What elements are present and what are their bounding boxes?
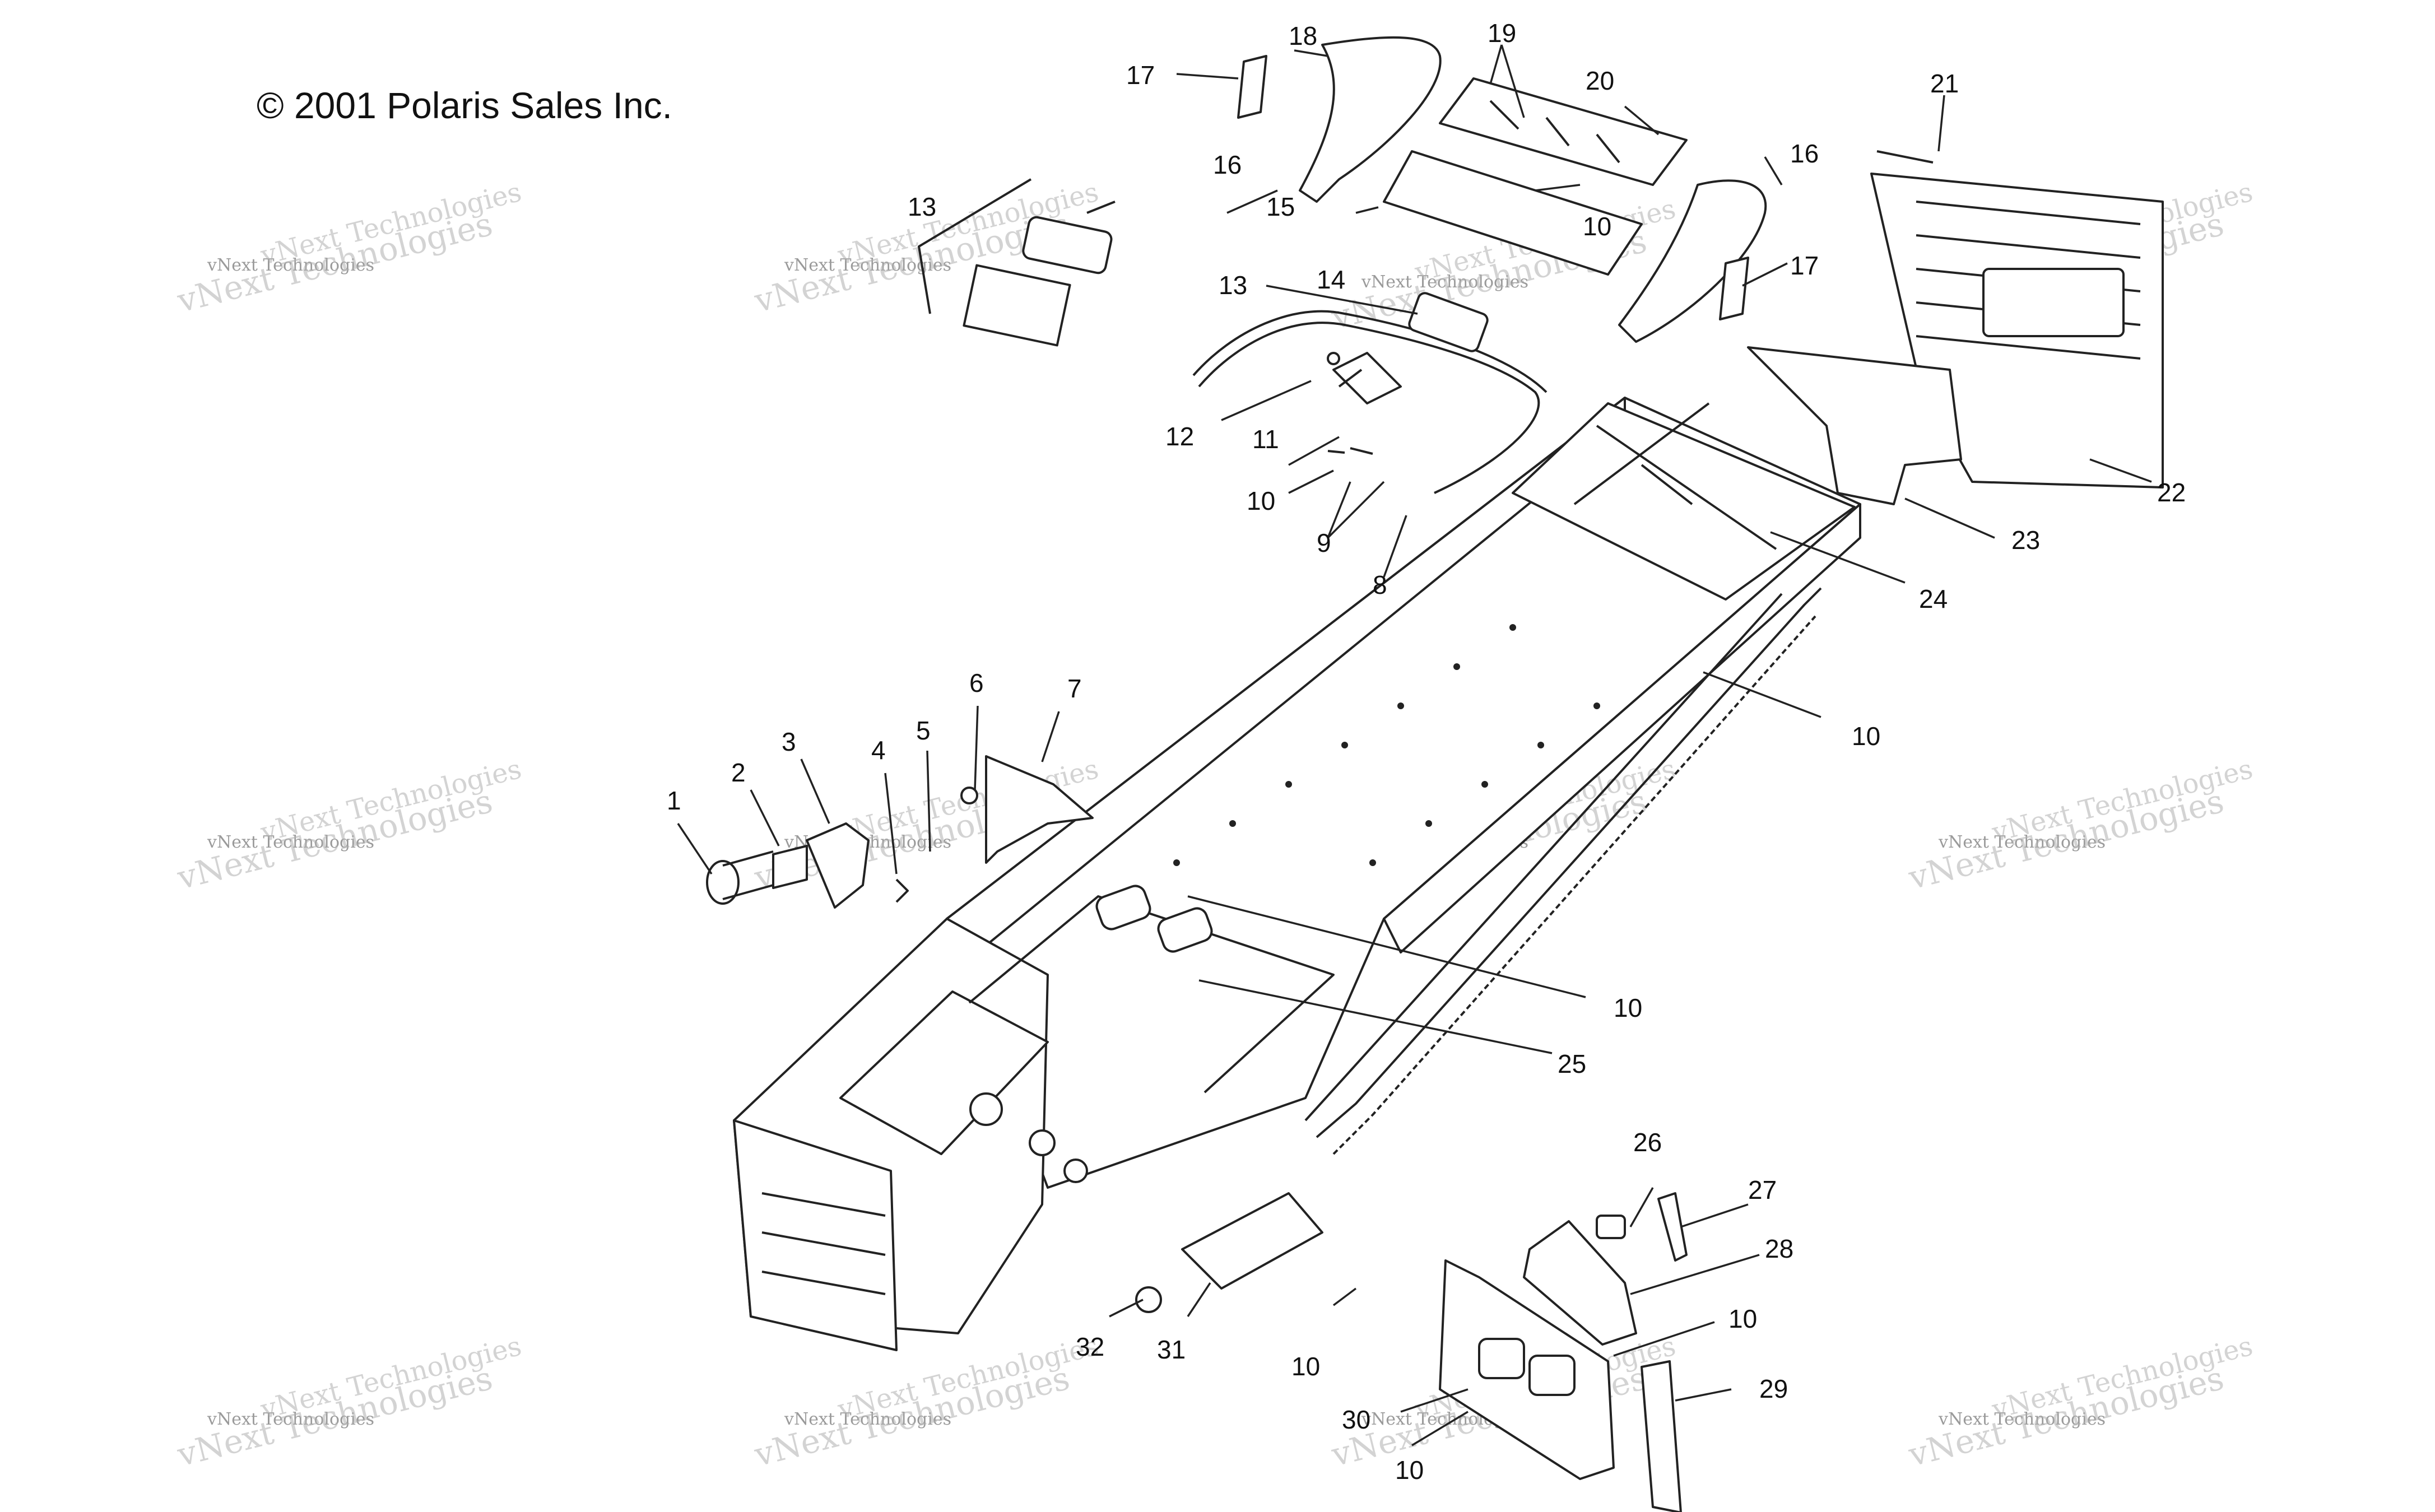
callout-25: 25 xyxy=(1558,1049,1586,1078)
callout-23: 23 xyxy=(2011,525,2040,555)
watermark: vNext Technologies vNext Technologies vN… xyxy=(1905,753,2256,898)
callout-15: 15 xyxy=(1266,192,1295,221)
callout-9: 9 xyxy=(1317,528,1331,557)
callout-17: 17 xyxy=(1126,61,1155,90)
callout-2: 2 xyxy=(731,758,746,787)
watermark-text: vNext Technologies xyxy=(1939,1409,2106,1429)
pad-31 xyxy=(1181,1192,1323,1290)
grab-handles xyxy=(1237,36,1767,343)
decal xyxy=(1237,55,1267,119)
callout-22: 22 xyxy=(2157,478,2186,507)
polaris-logo xyxy=(1982,268,2125,337)
callout-14: 14 xyxy=(1317,265,1345,294)
callout-8: 8 xyxy=(1373,570,1387,599)
watermark: vNext Technologies vNext Technologies vN… xyxy=(1328,193,1679,338)
watermark-text: vNext Technologies xyxy=(207,255,375,275)
callout-21: 21 xyxy=(1930,69,1959,98)
callout-24: 24 xyxy=(1919,584,1948,613)
callout-27: 27 xyxy=(1748,1175,1777,1204)
callout-10: 10 xyxy=(1852,722,1880,751)
callout-19: 19 xyxy=(1488,18,1516,48)
callout-10: 10 xyxy=(1728,1304,1757,1333)
tail-light-lens xyxy=(1408,292,1489,352)
watermark-text: vNext Technologies xyxy=(784,1409,952,1429)
callout-28: 28 xyxy=(1765,1234,1793,1263)
watermark: vNext Technologies vNext Technologies vN… xyxy=(174,1330,525,1475)
callout-12: 12 xyxy=(1165,422,1194,451)
watermark-text: vNext Technologies xyxy=(207,1409,375,1429)
watermark-text: vNext Technologies xyxy=(1361,272,1529,292)
callout-17: 17 xyxy=(1790,251,1819,280)
callout-32: 32 xyxy=(1076,1332,1104,1361)
leader-lines xyxy=(677,44,2152,1446)
callout-13: 13 xyxy=(908,192,936,221)
callout-26: 26 xyxy=(1633,1128,1662,1157)
callout-18: 18 xyxy=(1289,21,1317,50)
callout-labels: 1 2 3 4 5 6 7 8 9 10 11 12 13 13 14 15 1… xyxy=(667,18,2186,1485)
footrest-parts xyxy=(1135,1192,1688,1512)
watermark: vNext Technologies vNext Technologies vN… xyxy=(1905,1330,2256,1475)
copyright-notice: © 2001 Polaris Sales Inc. xyxy=(257,85,673,126)
callout-4: 4 xyxy=(871,736,886,765)
callout-29: 29 xyxy=(1759,1374,1788,1403)
callout-7: 7 xyxy=(1067,674,1082,703)
watermark: vNext Technologies vNext Technologies vN… xyxy=(174,753,525,898)
callout-6: 6 xyxy=(969,668,984,697)
chassis-tunnel xyxy=(733,397,1861,1351)
watermark-text: vNext Technologies xyxy=(207,832,375,852)
callout-10: 10 xyxy=(1614,993,1642,1022)
callout-1: 1 xyxy=(667,786,681,815)
front-hardware xyxy=(706,755,1094,909)
callout-13: 13 xyxy=(1219,271,1247,300)
callout-5: 5 xyxy=(916,716,931,745)
callout-16: 16 xyxy=(1213,150,1242,179)
tail-light-assembly xyxy=(918,178,1116,347)
mount-bushing xyxy=(706,860,740,905)
rear-bumper xyxy=(1192,292,1548,494)
callout-10: 10 xyxy=(1291,1352,1320,1381)
callout-10: 10 xyxy=(1583,212,1611,241)
watermark-text: vNext Technologies xyxy=(1939,832,2106,852)
callout-11: 11 xyxy=(1252,425,1279,454)
callout-20: 20 xyxy=(1586,66,1614,95)
callout-3: 3 xyxy=(782,727,796,756)
callout-30: 30 xyxy=(1342,1405,1370,1434)
callout-31: 31 xyxy=(1157,1335,1186,1364)
snow-flap xyxy=(1747,150,2164,505)
decal xyxy=(1719,257,1749,320)
callout-10: 10 xyxy=(1247,486,1275,515)
watermark: vNext Technologies vNext Technologies vN… xyxy=(174,176,525,321)
callout-10: 10 xyxy=(1395,1455,1424,1485)
watermark: vNext Technologies vNext Technologies vN… xyxy=(751,1330,1102,1475)
callout-16: 16 xyxy=(1790,139,1819,168)
plug-32 xyxy=(1135,1286,1162,1313)
